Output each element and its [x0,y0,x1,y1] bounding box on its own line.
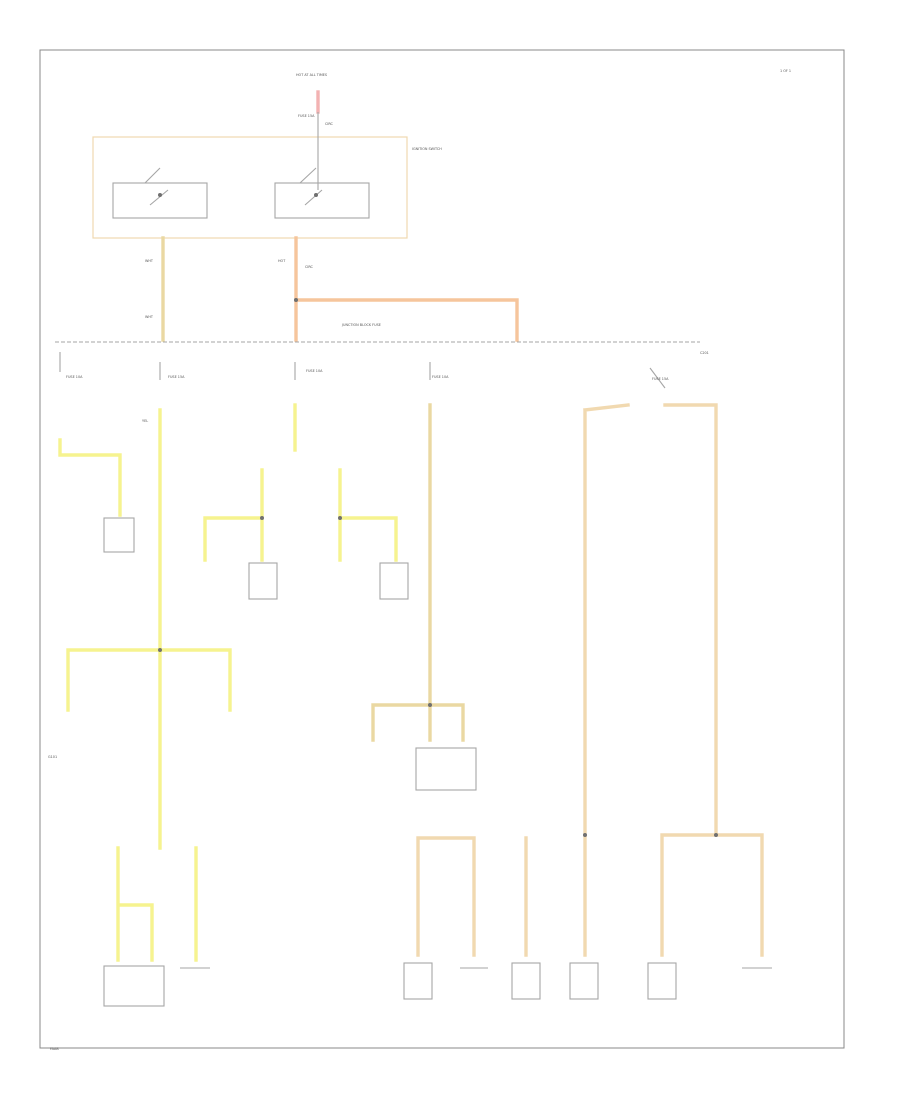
source-circ-label: CIRC [325,122,334,126]
wire-tag-1: WHT [145,259,154,263]
svg-text:FUSE 15A: FUSE 15A [652,377,669,381]
svg-text:FUSE 10A: FUSE 10A [66,375,83,379]
wire-tag-3: HOT [278,259,286,263]
junction-feed-wire [294,298,519,342]
bottom-left-label: FAAB [50,1047,59,1051]
fuse-column-5: FUSE 15A [583,367,764,957]
svg-text:FUSE 15A: FUSE 15A [168,375,185,379]
fuse-column-1: FUSE 10A [58,352,135,553]
source-fuse-label: FUSE 15A [298,114,315,118]
ignition-switch-box: IGNITION SWITCH [92,136,442,239]
junction-label: JUNCTION BLOCK FUSE [341,323,381,327]
ground-label: G101 [48,755,57,759]
wire-tag-4: CIRC [305,265,314,269]
svg-text:YEL: YEL [142,419,148,423]
fuse-column-2: FUSE 15A YEL [66,362,232,1007]
svg-text:FUSE 10A: FUSE 10A [432,375,449,379]
connector-label: C201 [700,351,709,355]
fuse-column-3: FUSE 10A [203,362,409,600]
top-source-label: HOT AT ALL TIMES [296,73,327,77]
fuse-column-4: FUSE 10A [371,362,477,791]
corner-label: 1 OF 1 [780,69,791,73]
wire-tag-2: WHT [145,315,154,319]
ignition-switch-label: IGNITION SWITCH [412,147,442,151]
diagram-frame [39,49,845,1049]
svg-text:FUSE 10A: FUSE 10A [306,369,323,373]
bottom-loads [403,836,772,1000]
